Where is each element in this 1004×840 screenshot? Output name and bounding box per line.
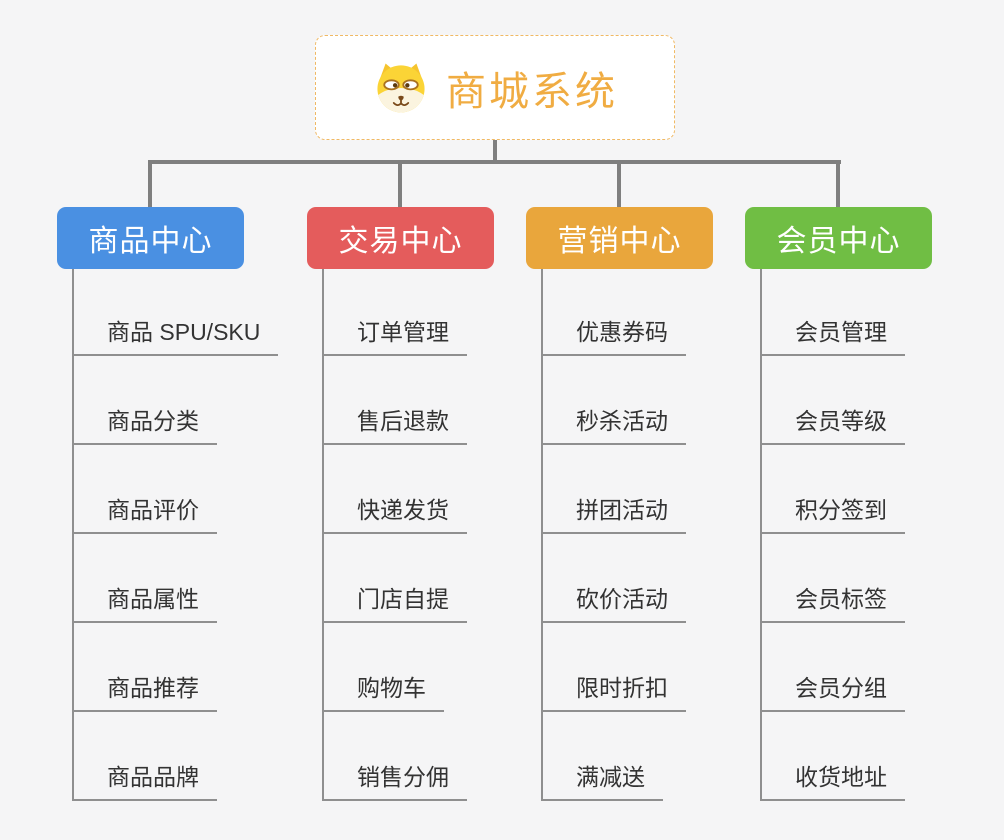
connector-branch-vline [541, 269, 543, 801]
branch-box-product-center[interactable]: 商品中心 [57, 207, 244, 269]
subtopic-member-center-4[interactable]: 会员标签 [760, 584, 905, 623]
subtopic-marketing-center-3[interactable]: 拼团活动 [541, 495, 686, 534]
subtopic-product-center-2[interactable]: 商品分类 [72, 406, 217, 445]
subtopic-product-center-3[interactable]: 商品评价 [72, 495, 217, 534]
connector-branch-stub [398, 160, 402, 207]
subtopic-trade-center-2[interactable]: 售后退款 [322, 406, 467, 445]
connector-branch-stub [148, 160, 152, 207]
connector-branch-stub [836, 160, 840, 207]
subtopic-member-center-1[interactable]: 会员管理 [760, 317, 905, 356]
branch-label: 交易中心 [338, 225, 463, 258]
subtopic-product-center-1[interactable]: 商品 SPU/SKU [72, 317, 279, 356]
subtopic-marketing-center-1[interactable]: 优惠券码 [541, 317, 686, 356]
branch-label: 会员中心 [776, 225, 901, 258]
subtopic-marketing-center-4[interactable]: 砍价活动 [541, 584, 686, 623]
subtopic-trade-center-5[interactable]: 购物车 [322, 673, 444, 712]
subtopic-trade-center-4[interactable]: 门店自提 [322, 584, 467, 623]
connector-branch-vline [322, 269, 324, 801]
subtopic-marketing-center-2[interactable]: 秒杀活动 [541, 406, 686, 445]
connector-branch-vline [72, 269, 74, 801]
connector-branch-stub [617, 160, 621, 207]
subtopic-member-center-6[interactable]: 收货地址 [760, 762, 905, 801]
branch-product-center: 商品中心 商品 SPU/SKU 商品分类商品评价商品属性商品推荐商品品牌 [57, 0, 317, 840]
connector-horizontal-rail [148, 160, 841, 164]
subtopic-product-center-5[interactable]: 商品推荐 [72, 673, 217, 712]
subtopic-member-center-2[interactable]: 会员等级 [760, 406, 905, 445]
branch-marketing-center: 营销中心 优惠券码秒杀活动拼团活动砍价活动限时折扣满减送 [526, 0, 786, 840]
branch-label: 商品中心 [88, 225, 213, 258]
subtopic-trade-center-1[interactable]: 订单管理 [322, 317, 467, 356]
connector-root-stem [493, 140, 497, 164]
subtopic-product-center-6[interactable]: 商品品牌 [72, 762, 217, 801]
subtopic-trade-center-6[interactable]: 销售分佣 [322, 762, 467, 801]
root-topic-label: 商城系统 [446, 69, 618, 114]
branch-box-member-center[interactable]: 会员中心 [745, 207, 932, 269]
connector-branch-vline [760, 269, 762, 801]
branch-trade-center: 交易中心 订单管理售后退款快递发货门店自提购物车销售分佣 [307, 0, 567, 840]
branch-member-center: 会员中心 会员管理会员等级积分签到会员标签会员分组收货地址 [745, 0, 1004, 840]
subtopic-product-center-4[interactable]: 商品属性 [72, 584, 217, 623]
subtopic-trade-center-3[interactable]: 快递发货 [322, 495, 467, 534]
branch-label: 营销中心 [557, 225, 682, 258]
root-topic[interactable]: 商城系统 [315, 35, 675, 140]
branch-box-marketing-center[interactable]: 营销中心 [526, 207, 713, 269]
subtopic-member-center-5[interactable]: 会员分组 [760, 673, 905, 712]
subtopic-member-center-3[interactable]: 积分签到 [760, 495, 905, 534]
subtopic-marketing-center-5[interactable]: 限时折扣 [541, 673, 686, 712]
subtopic-marketing-center-6[interactable]: 满减送 [541, 762, 663, 801]
branch-box-trade-center[interactable]: 交易中心 [307, 207, 494, 269]
shiba-dog-icon [372, 60, 430, 116]
